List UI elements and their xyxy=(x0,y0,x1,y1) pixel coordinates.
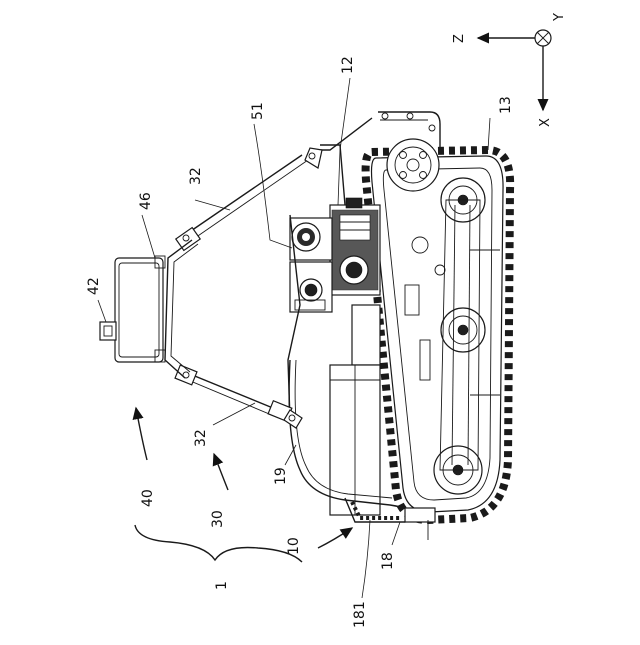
y-axis-label: Y xyxy=(552,13,567,22)
label-19: 19 xyxy=(273,467,289,485)
brace-1 xyxy=(135,525,302,562)
x-axis-label: X xyxy=(538,118,553,127)
lower-arm-links xyxy=(175,365,302,428)
label-1: 1 xyxy=(214,581,230,590)
generator-unit xyxy=(290,218,332,312)
arrow-30 xyxy=(214,454,228,490)
arrow-40 xyxy=(136,408,147,460)
label-51: 51 xyxy=(250,102,266,120)
arrow-10 xyxy=(318,528,352,548)
road-wheel-middle xyxy=(441,308,485,352)
label-40: 40 xyxy=(140,489,156,507)
control-box xyxy=(115,256,165,362)
handle-frame xyxy=(165,240,192,378)
crawler-track xyxy=(366,139,511,520)
label-18: 18 xyxy=(380,552,396,570)
label-42: 42 xyxy=(86,277,102,295)
fuel-tank-block xyxy=(352,305,380,365)
engine-unit xyxy=(330,198,380,295)
label-30: 30 xyxy=(210,510,226,528)
drive-sprocket xyxy=(387,139,439,191)
label-10: 10 xyxy=(286,537,302,555)
z-axis-label: Z xyxy=(452,34,467,43)
switch-knob xyxy=(100,322,116,340)
label-32-lower: 32 xyxy=(193,429,209,447)
label-32-upper: 32 xyxy=(188,167,204,185)
label-46: 46 xyxy=(138,192,154,210)
label-13: 13 xyxy=(498,96,514,114)
label-181: 181 xyxy=(352,601,368,628)
label-12: 12 xyxy=(340,56,356,74)
